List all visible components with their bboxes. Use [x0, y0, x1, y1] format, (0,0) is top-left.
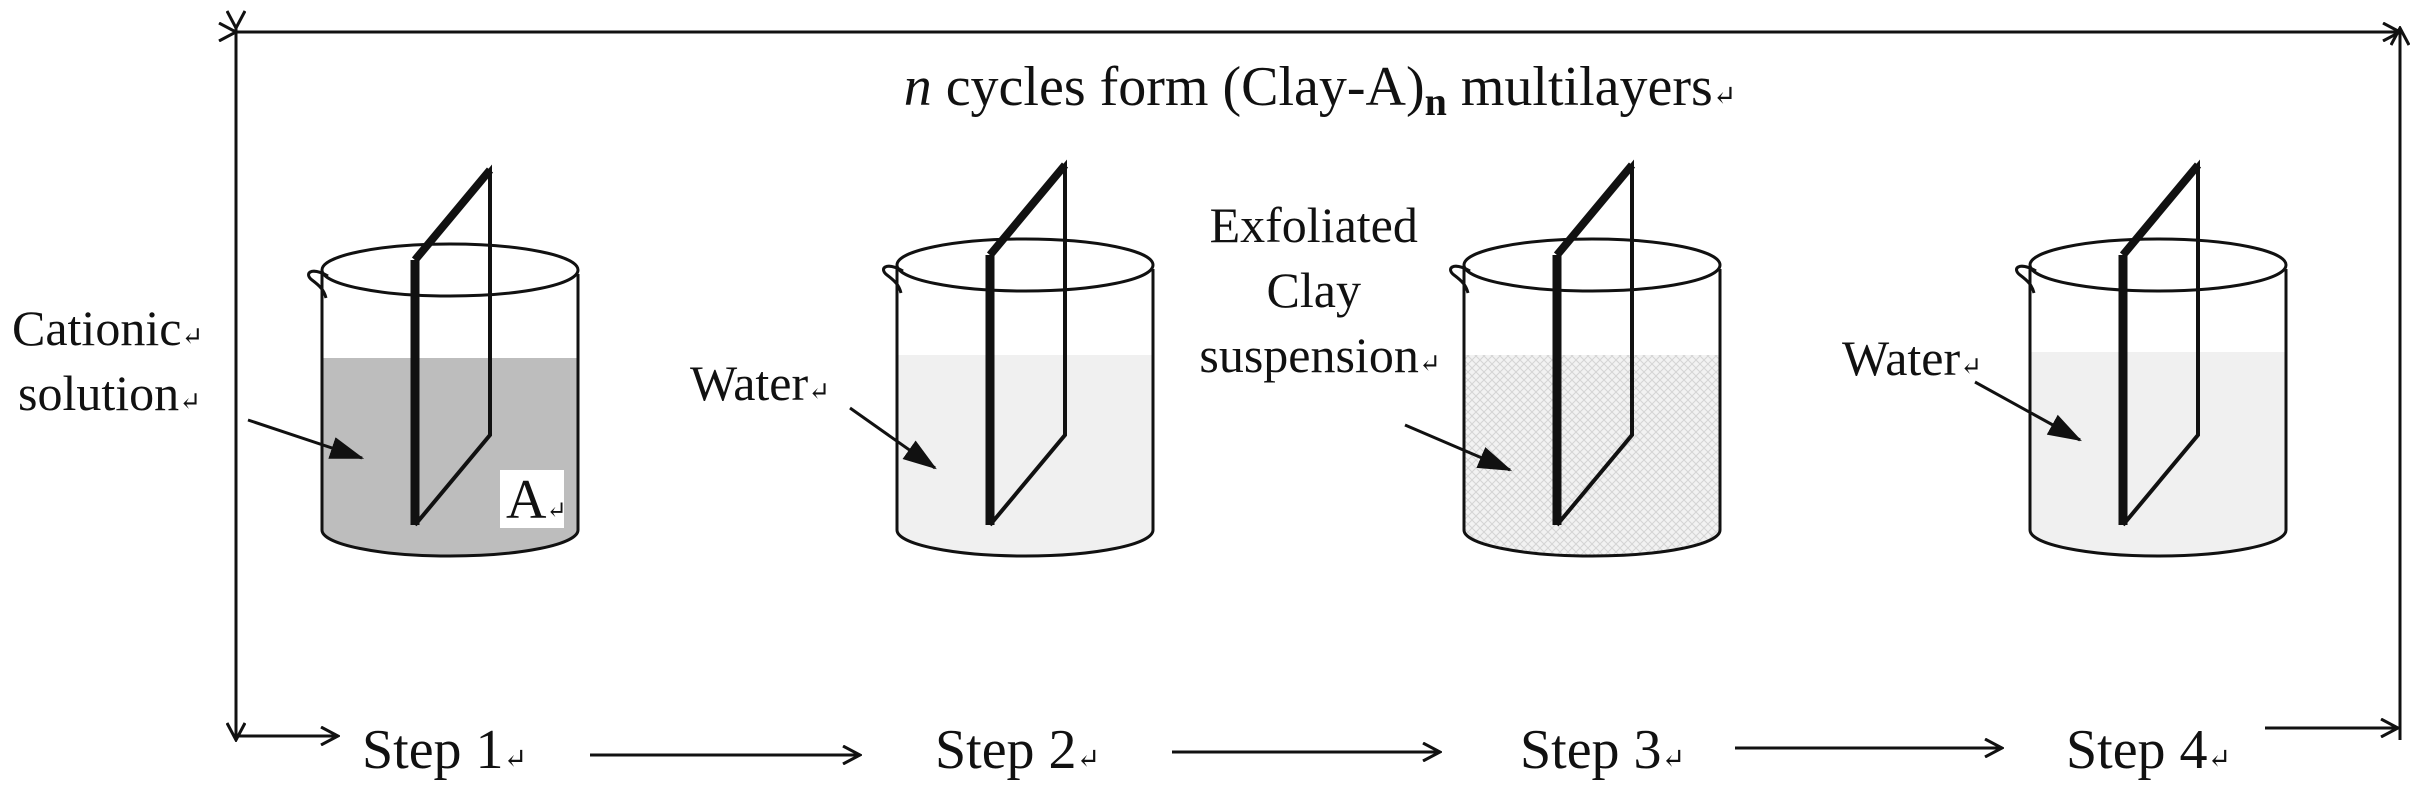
label-cationic-solution: Cationic↵ solution↵ — [12, 300, 216, 421]
beaker-4-bottom — [2028, 529, 2288, 558]
pointer-cationic-solution — [247, 418, 365, 460]
beaker-3-liquid — [1464, 355, 1720, 556]
beaker-3-spout — [1449, 264, 1471, 294]
cycle-frame — [236, 28, 2400, 740]
beaker-3-substrate-top — [1553, 162, 1636, 258]
step-3-label: Step 3↵ — [1520, 719, 1685, 781]
substrate-label-background — [500, 470, 564, 528]
beaker-labels: Cationic↵ solution↵ Water↵ Exfoliated Cl… — [12, 197, 1982, 421]
step-1-label: Step 1↵ — [362, 719, 527, 781]
pointer-clay-suspension — [1404, 423, 1513, 472]
beaker-2 — [882, 159, 1155, 558]
step-flow-arrows — [238, 728, 2398, 755]
substrate-label: A↵ — [506, 469, 567, 531]
pointer-water-step-4 — [1974, 380, 2082, 442]
beaker-3 — [1449, 159, 1722, 558]
beaker-1-substrate-top — [411, 167, 494, 263]
label-pointers — [247, 380, 2082, 472]
title-subscript: n — [1425, 79, 1447, 124]
beaker-4-spout — [2015, 264, 2037, 294]
beaker-1-rim — [320, 242, 580, 298]
beaker-2-substrate-top — [986, 162, 1069, 258]
diagram-title: n cycles form (Clay-A)n multilayers↵ — [904, 56, 1737, 124]
beaker-4 — [2015, 159, 2288, 558]
title-text: cycles form (Clay-A) — [932, 56, 1425, 118]
beaker-4-liquid — [2030, 352, 2286, 556]
beaker-3-bottom — [1462, 529, 1722, 558]
title-mark: ↵ — [1713, 81, 1736, 112]
title-suffix: multilayers — [1447, 56, 1713, 118]
beaker-2-spout — [882, 264, 904, 294]
step-2-label: Step 2↵ — [935, 719, 1100, 781]
label-water-step-2: Water↵ — [690, 355, 830, 411]
step-labels: Step 1↵ Step 2↵ Step 3↵ Step 4↵ — [362, 719, 2231, 781]
beaker-3-rim — [1462, 237, 1722, 293]
beaker-2-bottom — [895, 529, 1155, 558]
pointer-water-step-2 — [849, 406, 937, 470]
substrate-label-box: A↵ — [500, 469, 567, 531]
label-exfoliated-clay: Exfoliated Clay suspension↵ — [1199, 197, 1440, 383]
beaker-4-substrate-top — [2119, 162, 2202, 258]
beakers — [307, 159, 2288, 558]
beaker-2-rim — [895, 237, 1155, 293]
beaker-1-bottom — [320, 529, 580, 558]
label-water-step-4: Water↵ — [1842, 330, 1982, 386]
beaker-4-rim — [2028, 237, 2288, 293]
beaker-2-liquid — [897, 355, 1153, 556]
title-variable: n — [904, 56, 932, 118]
beaker-1-spout — [307, 269, 329, 299]
step-4-label: Step 4↵ — [2066, 719, 2231, 781]
